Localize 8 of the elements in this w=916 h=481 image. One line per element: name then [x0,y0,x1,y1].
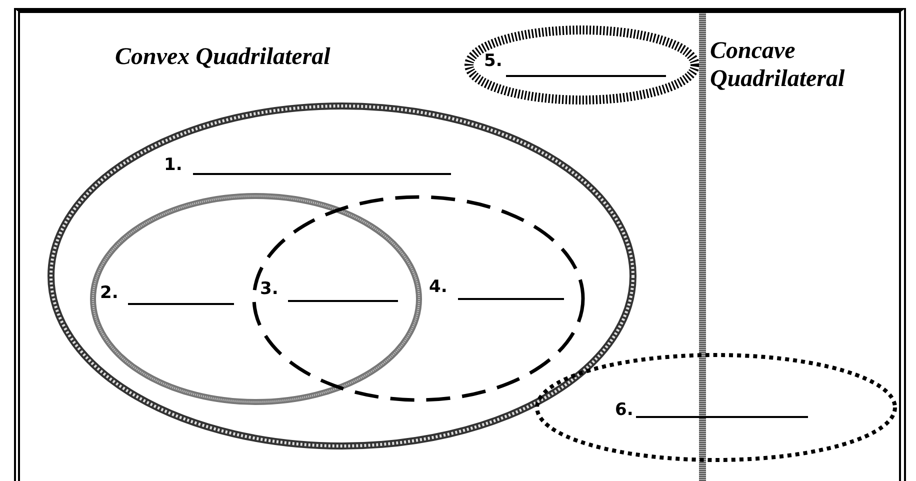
number-label: 2. [100,283,118,303]
heading: Concave Quadrilateral [710,37,846,93]
number-label: 4. [429,277,448,297]
number-label: 6. [615,400,634,420]
number-label: 3. [260,279,278,299]
number-label: 5. [484,51,502,71]
number-label: 1. [164,155,182,175]
heading: Convex Quadrilateral [115,43,332,71]
